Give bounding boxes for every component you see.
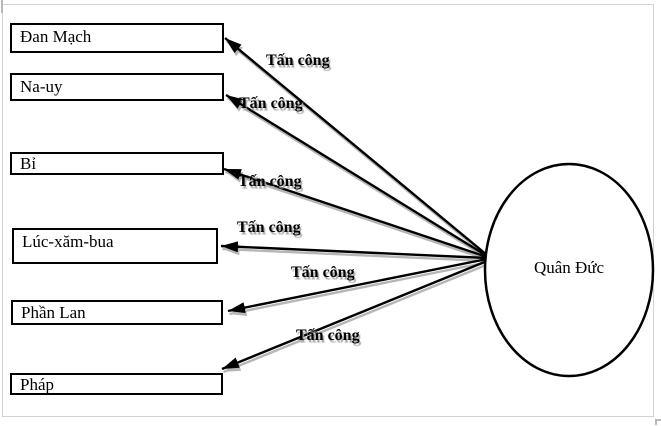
target-label: Na-uy [20, 77, 63, 96]
corner-mark-bottom-right [655, 419, 657, 425]
target-box-phan-lan: Phần Lan [11, 300, 223, 325]
target-box-bi: Bỉ [10, 152, 224, 175]
corner-mark-bottom-right [655, 419, 661, 421]
attack-arrow-label: Tấn công [238, 173, 302, 190]
corner-mark-top-left [1, 0, 3, 13]
attack-arrow-luc-xam-bua [220, 241, 488, 260]
target-box-luc-xam-bua: Lúc-xăm-bua [12, 228, 218, 264]
attack-arrow-label: Tấn công [266, 52, 330, 69]
arrow-shadows [222, 40, 490, 374]
target-box-phap: Pháp [10, 373, 223, 395]
target-label: Đan Mạch [20, 27, 92, 46]
attack-arrow-label: Tấn công [296, 327, 360, 344]
attacker-label: Quân Đức [533, 258, 605, 277]
target-label: Lúc-xăm-bua [22, 232, 114, 251]
target-box-dan-mach: Đan Mạch [10, 23, 224, 53]
target-box-na-uy: Na-uy [10, 73, 224, 101]
target-label: Bỉ [20, 154, 37, 173]
attack-arrow-label: Tấn công [237, 219, 301, 236]
attack-arrow-phan-lan [227, 257, 488, 314]
target-label: Phần Lan [21, 303, 86, 322]
attack-arrow-label: Tấn công [291, 264, 355, 281]
attack-arrow-label: Tấn công [239, 95, 303, 112]
target-label: Pháp [20, 375, 54, 394]
